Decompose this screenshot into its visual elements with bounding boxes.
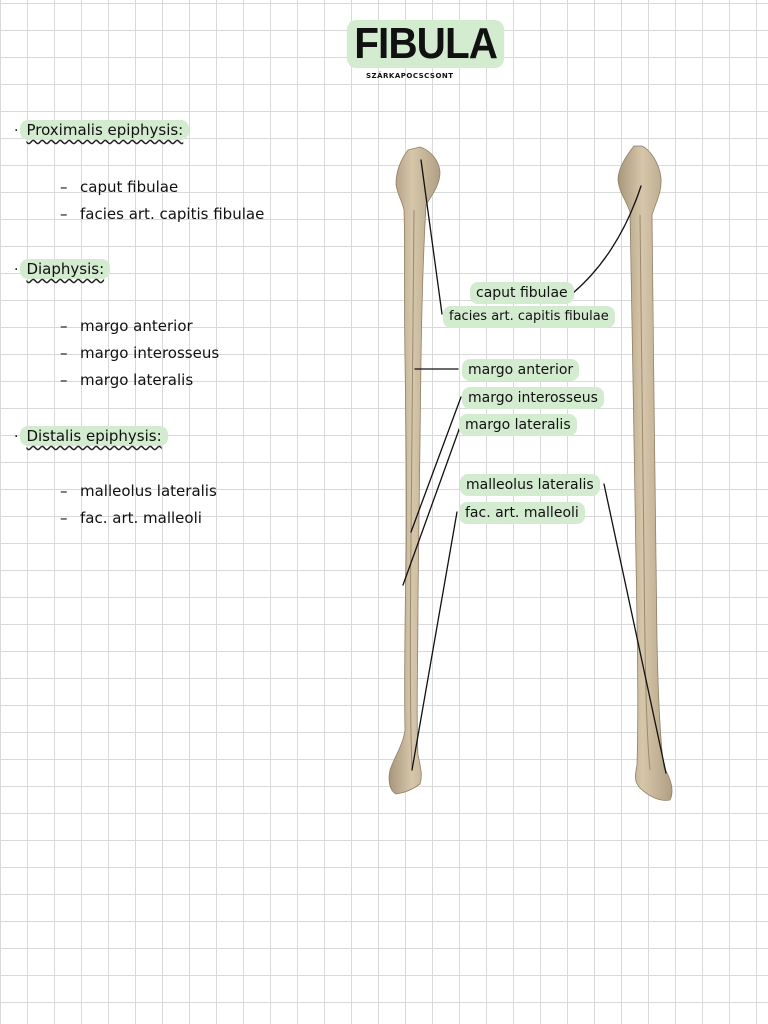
list-item: –fac. art. malleoli [60, 509, 202, 527]
section-proximalis: ·Proximalis epiphysis: [14, 120, 190, 140]
fibula-bone-right [617, 145, 673, 801]
list-item: –margo anterior [60, 317, 193, 335]
leader-facies-art-capitis [420, 159, 443, 315]
section-heading: Proximalis epiphysis: [20, 120, 190, 140]
fibula-bone-left [388, 146, 441, 795]
label-margo-anterior: margo anterior [462, 359, 580, 381]
leader-lines [402, 159, 667, 774]
label-margo-lateralis: margo lateralis [459, 414, 577, 436]
list-distalis: –malleolus lateralis –fac. art. malleoli [60, 478, 217, 532]
label-fac-art-malleoli: fac. art. malleoli [459, 502, 585, 524]
leader-caput-fibulae [572, 185, 642, 294]
leader-margo-lateralis [402, 423, 462, 586]
section-distalis: ·Distalis epiphysis: [14, 426, 168, 446]
list-item: –malleolus lateralis [60, 482, 217, 500]
list-item: –margo interosseus [60, 344, 220, 362]
list-item: –facies art. capitis fibulae [60, 205, 265, 223]
page-subtitle: SZÁRKAPOCSCSONT [366, 72, 454, 80]
leader-margo-interosseus [410, 396, 462, 533]
page-title-wrap: FIBULA [340, 20, 505, 68]
bullet-dot: · [14, 123, 19, 139]
leader-malleolus-lateralis [603, 483, 667, 774]
label-malleolus-lateralis: malleolus lateralis [460, 474, 600, 496]
bullet-dot: · [14, 429, 19, 445]
leader-fac-art-malleoli [411, 511, 458, 771]
label-margo-interosseus: margo interosseus [462, 387, 604, 409]
list-diaphysis: –margo anterior –margo interosseus –marg… [60, 313, 219, 394]
list-proximalis: –caput fibulae –facies art. capitis fibu… [60, 174, 264, 228]
list-item: –caput fibulae [60, 178, 179, 196]
fibula-bone-right-edge [639, 214, 651, 771]
section-heading: Diaphysis: [20, 259, 111, 279]
bullet-dot: · [14, 262, 19, 278]
section-diaphysis: ·Diaphysis: [14, 259, 111, 279]
label-facies-art-capitis-fibulae: facies art. capitis fibulae [443, 306, 615, 328]
label-caput-fibulae: caput fibulae [470, 282, 574, 304]
section-heading: Distalis epiphysis: [20, 426, 168, 446]
page-title: FIBULA [346, 20, 505, 68]
list-item: –margo lateralis [60, 371, 194, 389]
